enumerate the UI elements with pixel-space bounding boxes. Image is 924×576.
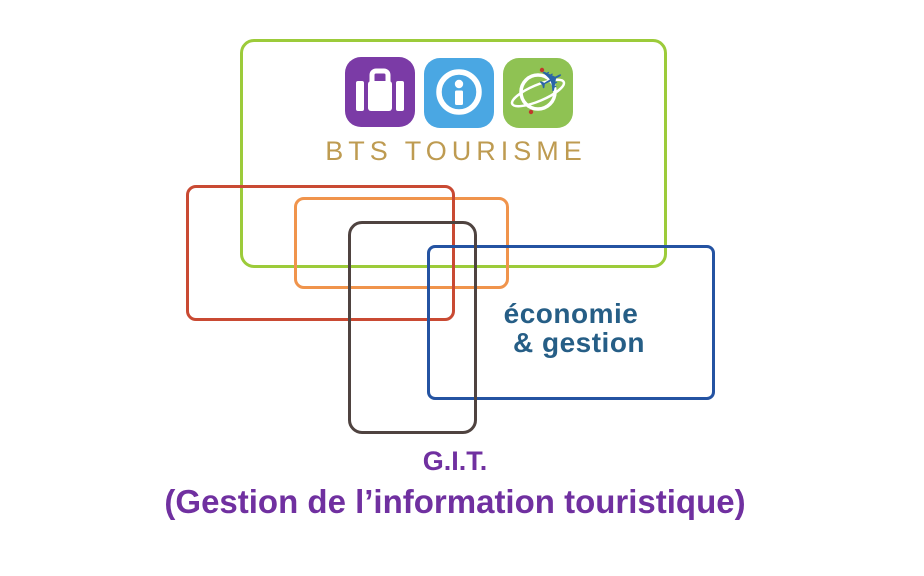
git-subtitle: (Gestion de l’information touristique) xyxy=(164,483,746,520)
suitcase-icon xyxy=(345,57,415,127)
globe-plane-icon: ✈ xyxy=(503,58,573,128)
suitcase-glyph xyxy=(356,68,404,111)
orange-frame xyxy=(294,197,509,289)
red-frame xyxy=(186,185,455,321)
bts-tourisme-title: BTS TOURISME xyxy=(325,136,587,166)
blue-frame xyxy=(427,245,715,400)
caption: G.I.T. (Gestion de l’information tourist… xyxy=(164,446,745,521)
economie-line1: économie xyxy=(503,298,639,329)
info-glyph xyxy=(436,69,482,115)
globe-glyph xyxy=(510,67,566,115)
git-title: G.I.T. xyxy=(422,446,488,476)
economie-gestion-logo: économie & gestion xyxy=(427,299,715,357)
economie-line2: & gestion xyxy=(512,327,646,358)
dark-frame xyxy=(348,221,477,434)
info-icon xyxy=(424,58,494,128)
